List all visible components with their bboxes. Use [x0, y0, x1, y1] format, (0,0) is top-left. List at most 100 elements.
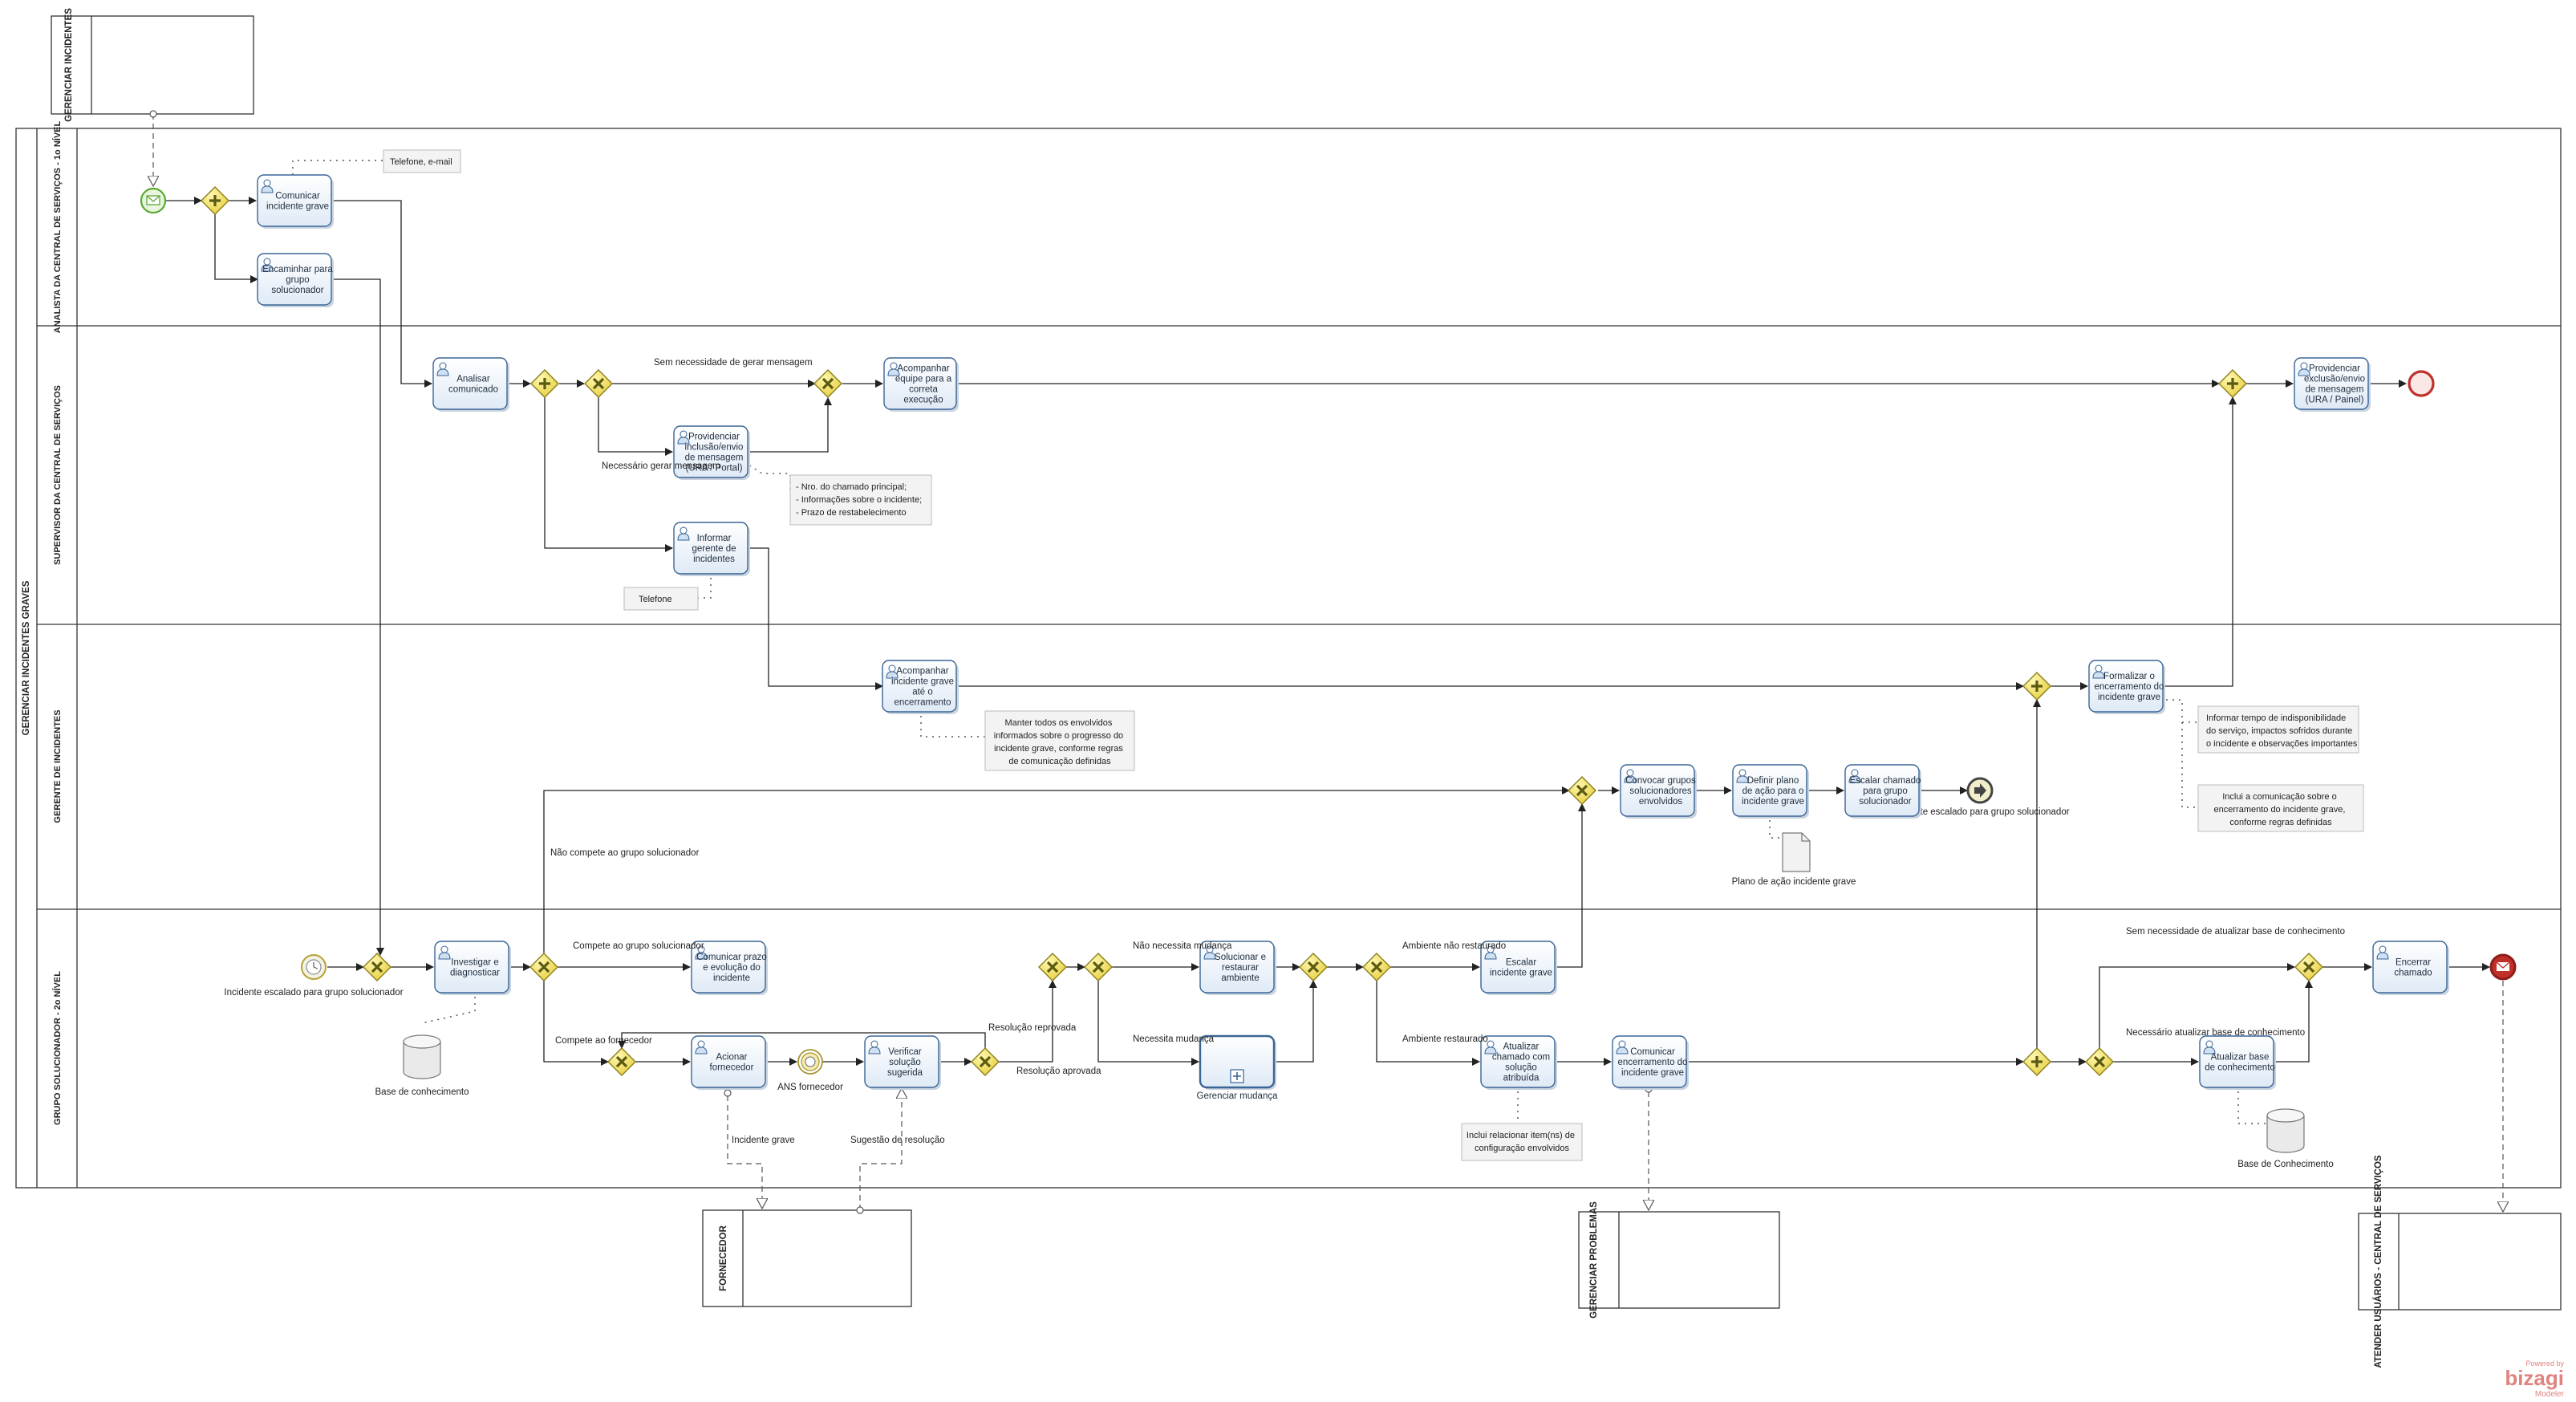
lane-label-gerente: GERENTE DE INCIDENTES	[53, 709, 63, 823]
flow	[214, 213, 258, 283]
end-event	[2408, 370, 2435, 397]
user-icon	[677, 526, 690, 541]
start-event-label: Incidente escalado para grupo solucionad…	[224, 988, 403, 998]
svg-text:Informar tempo de indisponibil: Informar tempo de indisponibilidade do s…	[2206, 713, 2358, 749]
msg-flow-fornecedor-out	[727, 1095, 762, 1209]
pool-atender-usuarios: ATENDER USUÁRIOS - CENTRAL DE SERVIÇOS	[2358, 1155, 2562, 1368]
data-object-label: Plano de ação incidente grave	[1732, 877, 1856, 887]
pool-label-fornecedor: FORNECEDOR	[719, 1225, 728, 1290]
user-icon	[695, 945, 708, 960]
svg-text:Manter todos os envolvidos: Manter todos os envolvidos informados so…	[994, 718, 1126, 766]
label-incidente-grave-msg: Incidente grave	[732, 1136, 795, 1145]
flow	[598, 397, 673, 456]
exclusive-gateway	[1038, 953, 1067, 981]
label-necessario-base: Necessário atualizar base de conheciment…	[2126, 1028, 2305, 1038]
flow	[2099, 963, 2295, 1048]
flow	[1555, 803, 1586, 968]
pool-label-atender-usuarios: ATENDER USUÁRIOS - CENTRAL DE SERVIÇOS	[2373, 1155, 2383, 1367]
user-icon	[1203, 945, 1216, 960]
flow	[999, 980, 1057, 1063]
data-store-base-conhecimento-2	[2266, 1108, 2305, 1153]
link-end-event-label: Incidente escalado para grupo solucionad…	[1890, 807, 2069, 817]
label-resolucao-reprovada: Resolução reprovada	[988, 1023, 1077, 1033]
flow-labels: Sem necessidade de gerar mensagem Necess…	[550, 358, 2345, 1145]
label-necessario-mensagem: Necessário gerar mensagem	[602, 461, 720, 471]
exclusive-gateway	[1084, 953, 1113, 981]
svg-text:Telefone: Telefone	[639, 595, 672, 604]
data-store-label-1: Base de conhecimento	[375, 1087, 469, 1097]
flow	[618, 1032, 986, 1049]
exclusive-gateway	[2294, 953, 2323, 981]
assoc	[292, 160, 383, 175]
flow	[543, 786, 1570, 953]
gateways	[201, 186, 2323, 1076]
user-icon	[868, 1040, 881, 1055]
svg-text:- Informações sobre o incident: - Informações sobre o incidente;	[796, 495, 922, 505]
user-icon	[2203, 1040, 2216, 1055]
lane-label-grupo: GRUPO SOLUCIONADOR - 2o NÍVEL	[52, 971, 63, 1125]
flow	[2274, 980, 2313, 1063]
annotations: Telefone, e-mail - Nro. do chamado princ…	[383, 149, 2364, 1161]
lane-label-analista: ANALISTA DA CENTRAL DE SERVIÇOS - 1o NÍV…	[52, 121, 63, 334]
user-icon	[2298, 362, 2310, 376]
label-necessita-mudanca: Necessita mudança	[1133, 1034, 1215, 1044]
assoc	[2166, 699, 2198, 723]
user-icon	[887, 362, 900, 376]
exclusive-gateway	[971, 1047, 1000, 1076]
svg-text:Inclui relacionar item(ns) de: Inclui relacionar item(ns) de configuraç…	[1466, 1131, 1577, 1153]
assoc	[421, 984, 476, 1024]
user-icon	[2376, 945, 2389, 960]
lane-label-supervisor: SUPERVISOR DA CENTRAL DE SERVIÇOS	[53, 385, 63, 565]
assoc	[2237, 1079, 2266, 1124]
pool-gerenciar-problemas: GERENCIAR PROBLEMAS	[1578, 1201, 1780, 1319]
data-store-base-conhecimento-1	[403, 1034, 441, 1079]
pool-fornecedor: FORNECEDOR	[702, 1209, 912, 1307]
annotation-informar-tempo: Informar tempo de indisponibilidade do s…	[2197, 705, 2359, 754]
flow	[544, 397, 673, 552]
task-gerenciar-mudanca[interactable]: Gerenciar mudança	[1197, 1034, 1279, 1101]
timer-start-event	[301, 954, 327, 980]
annotation-mensagem-info: - Nro. do chamado principal; - Informaçõ…	[789, 474, 932, 526]
label-sem-necessidade-mensagem: Sem necessidade de gerar mensagem	[654, 358, 813, 368]
pool-label-gerenciar-problemas: GERENCIAR PROBLEMAS	[1589, 1201, 1599, 1319]
label-sem-necessidade-base: Sem necessidade de atualizar base de con…	[2126, 927, 2345, 937]
user-icon	[1484, 1040, 1497, 1055]
label-resolucao-aprovada: Resolução aprovada	[1016, 1067, 1101, 1076]
annotation-inclui-relacionar: Inclui relacionar item(ns) de configuraç…	[1461, 1123, 1583, 1161]
pool-gerenciar-incidentes: GERENCIAR INCIDENTES	[51, 8, 254, 122]
label-compete-grupo: Compete ao grupo solucionador	[573, 941, 704, 951]
